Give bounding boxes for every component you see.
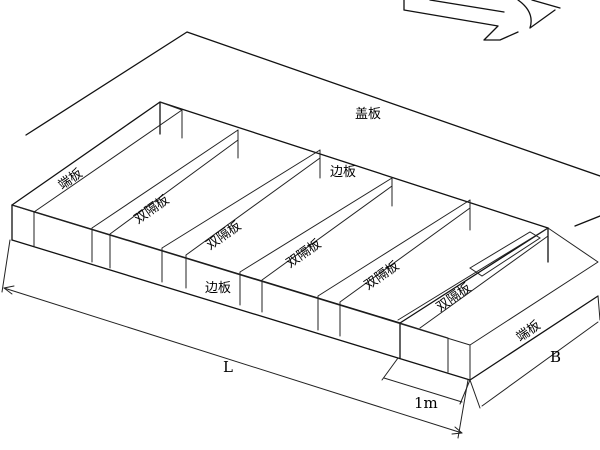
dimension-b-label: B (550, 348, 561, 366)
end-plate-left-label: 端板 (56, 166, 86, 193)
dimension-width: B (469, 295, 600, 409)
dimension-1m-label: 1m (414, 394, 438, 412)
side-plate-notch (469, 231, 541, 277)
side-plate-bottom-label: 边板 (205, 281, 231, 296)
partition-label-4: 双隔板 (362, 259, 403, 294)
partition-label-3: 双隔板 (284, 237, 325, 272)
partition-label-2: 双隔板 (204, 219, 245, 254)
dimension-l-label: L (223, 358, 233, 376)
partitions (91, 129, 549, 337)
partial-figure-top (403, 0, 561, 41)
box-outline (11, 101, 599, 381)
cover-plate-label: 盖板 (355, 107, 381, 122)
cover-plate: 盖板 (25, 31, 600, 227)
dimension-1m: 1m (381, 357, 471, 412)
side-plate-top-label: 边板 (330, 165, 356, 180)
